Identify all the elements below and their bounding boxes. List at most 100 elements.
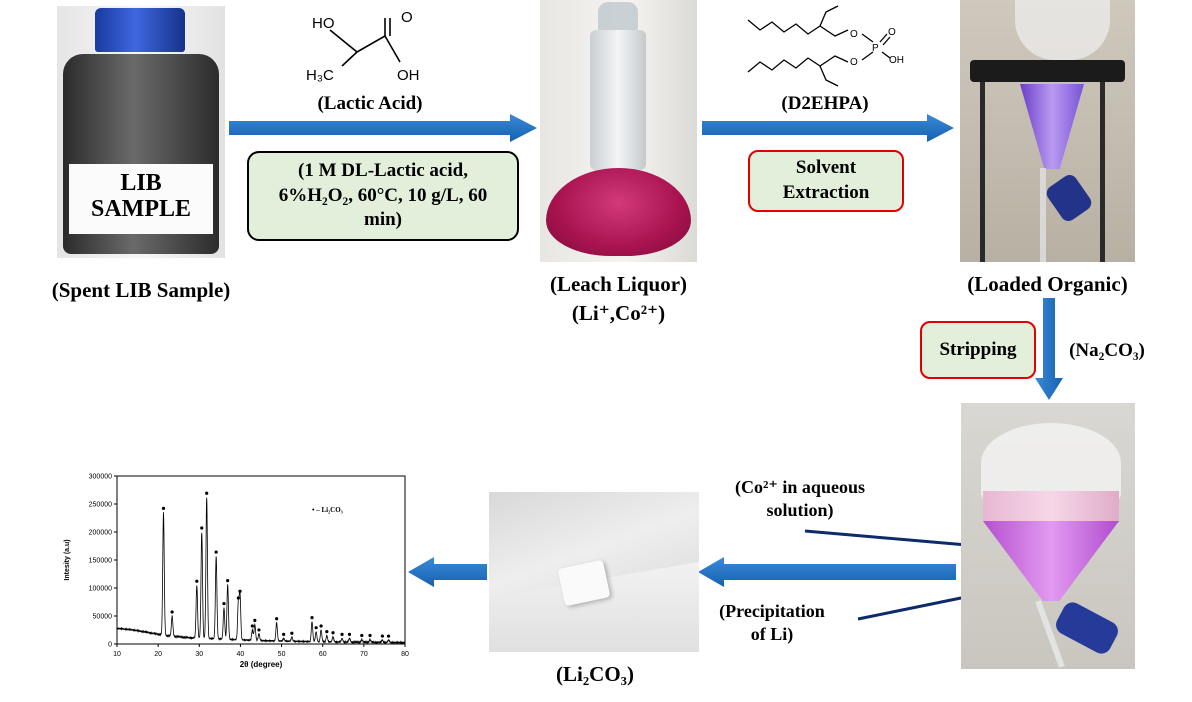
peak-marker-5: [214, 550, 218, 554]
x-tick-label-7: 80: [401, 651, 409, 658]
arrow-stripping: [1035, 298, 1063, 400]
funnel-glass-top: [1015, 0, 1110, 60]
jar-label-line2: SAMPLE: [90, 196, 191, 223]
co-aqueous-annotation: (Co²⁺ in aqueous solution): [735, 477, 865, 521]
stripping-photo: [961, 403, 1135, 669]
peak-marker-0: [161, 506, 166, 510]
xrd-pattern-line: [116, 497, 406, 645]
d2ehpa-label: (D2EHPA): [781, 93, 869, 114]
funnel-ring: [970, 60, 1125, 82]
leach-liquor-photo: [540, 0, 697, 262]
x-tick-label-5: 60: [319, 651, 327, 658]
lactic-h3c: H₃C: [306, 67, 334, 84]
na2co3-label: (Na₂CO₃): [1069, 340, 1145, 361]
peak-marker-25: [380, 634, 384, 638]
arrow-leaching: [229, 114, 537, 142]
y-tick-label-3: 150000: [89, 558, 112, 565]
chart-legend: • – Li₂CO₃: [312, 506, 343, 514]
y-tick-label-2: 100000: [89, 586, 112, 593]
leach-conditions-box: (1 M DL-Lactic acid, 6%H₂O₂, 60°C, 10 g/…: [247, 151, 519, 241]
strip-stopcock: [1052, 598, 1122, 658]
x-tick-label-3: 40: [237, 651, 245, 658]
peak-marker-18: [319, 624, 323, 628]
funnel-stem: [1040, 168, 1046, 262]
li2co3-photo: [489, 492, 699, 652]
lactic-acid-label: (Lactic Acid): [317, 93, 423, 114]
li2co3-label: (Li₂CO₃): [556, 662, 634, 686]
jar-sticker: LIB SAMPLE: [69, 164, 213, 234]
lactic-oh: OH: [397, 67, 420, 84]
plot-frame: [116, 475, 406, 645]
leach-ions-label: (Li⁺,Co²⁺): [571, 301, 666, 325]
lactic-acid-structure: [329, 18, 401, 67]
x-tick-label-4: 50: [278, 651, 286, 658]
peak-marker-11: [253, 618, 257, 622]
jar-label-line1: LIB: [120, 170, 162, 196]
funnel-stand-right: [1100, 75, 1105, 262]
peak-marker-3: [200, 526, 204, 530]
flask-liquid: [546, 168, 691, 256]
peak-marker-26: [386, 634, 391, 638]
peak-marker-1: [170, 610, 174, 614]
precipitation-annotation: (Precipitation of Li): [719, 601, 825, 645]
solvent-extraction-box: Solvent Extraction: [748, 150, 904, 212]
d2ehpa-oh: OH: [889, 55, 904, 66]
xrd-chart: 10 20 30 40 50 60 70 80 0 50000 100000 150000 200000…: [64, 474, 409, 670]
funnel-stand-left: [980, 75, 985, 262]
lactic-ho: HO: [312, 15, 335, 32]
stripping-box: Stripping: [920, 321, 1036, 379]
lactic-o: O: [401, 9, 413, 26]
y-axis-label: Intesity (a.u): [64, 539, 71, 580]
peak-marker-2: [195, 579, 199, 583]
x-axis-label: 2θ (degree): [240, 660, 283, 669]
peak-marker-6: [222, 602, 226, 606]
x-tick-label-6: 70: [360, 651, 368, 658]
pointer-co-aqueous: [804, 529, 991, 549]
flask-stopper: [598, 2, 638, 32]
funnel-purple-liquid: [1020, 84, 1084, 169]
y-tick-label-6: 300000: [89, 474, 112, 481]
peak-marker-22: [347, 632, 352, 636]
funnel-stopcock: [1043, 171, 1095, 225]
arrow-precipitation: [698, 557, 956, 587]
peak-marker-20: [331, 631, 335, 635]
strip-pink-layer: [983, 491, 1119, 523]
peak-marker-14: [282, 632, 286, 636]
d2ehpa-o-lower: O: [850, 57, 858, 68]
peak-marker-8: [236, 596, 240, 600]
jar-cap: [95, 8, 185, 52]
strip-purple-layer: [983, 521, 1119, 601]
arrow-characterization: [408, 557, 487, 587]
spent-lib-photo: LIB SAMPLE: [57, 6, 225, 258]
peak-marker-9: [238, 589, 242, 593]
peak-marker-15: [290, 631, 294, 635]
y-tick-label-5: 250000: [89, 502, 112, 509]
d2ehpa-o-upper: O: [850, 29, 858, 40]
d2ehpa-o-double: O: [888, 27, 896, 38]
peak-marker-13: [275, 617, 279, 621]
d2ehpa-structure: [747, 5, 891, 87]
x-tick-label-0: 10: [113, 651, 121, 658]
peak-marker-10: [250, 624, 254, 628]
strip-funnel-glass: [981, 423, 1121, 503]
peak-marker-19: [325, 630, 329, 634]
x-tick-label-2: 30: [195, 651, 203, 658]
x-tick-label-1: 20: [154, 651, 162, 658]
leach-liquor-label: (Leach Liquor): [549, 272, 688, 296]
spent-lib-label: (Spent LIB Sample): [51, 278, 231, 302]
flask-neck: [590, 30, 646, 170]
loaded-organic-label: (Loaded Organic): [967, 272, 1128, 296]
d2ehpa-p: P: [872, 43, 879, 54]
arrow-extraction: [702, 114, 954, 142]
peak-marker-21: [340, 632, 344, 636]
peak-marker-7: [226, 579, 230, 583]
peak-marker-23: [360, 633, 364, 638]
loaded-organic-photo: [960, 0, 1135, 262]
y-tick-label-4: 200000: [89, 530, 112, 537]
peak-marker-17: [314, 626, 318, 630]
y-tick-label-1: 50000: [93, 614, 113, 621]
peak-marker-12: [257, 628, 261, 632]
y-tick-label-0: 0: [108, 642, 112, 649]
peak-marker-4: [205, 491, 209, 495]
